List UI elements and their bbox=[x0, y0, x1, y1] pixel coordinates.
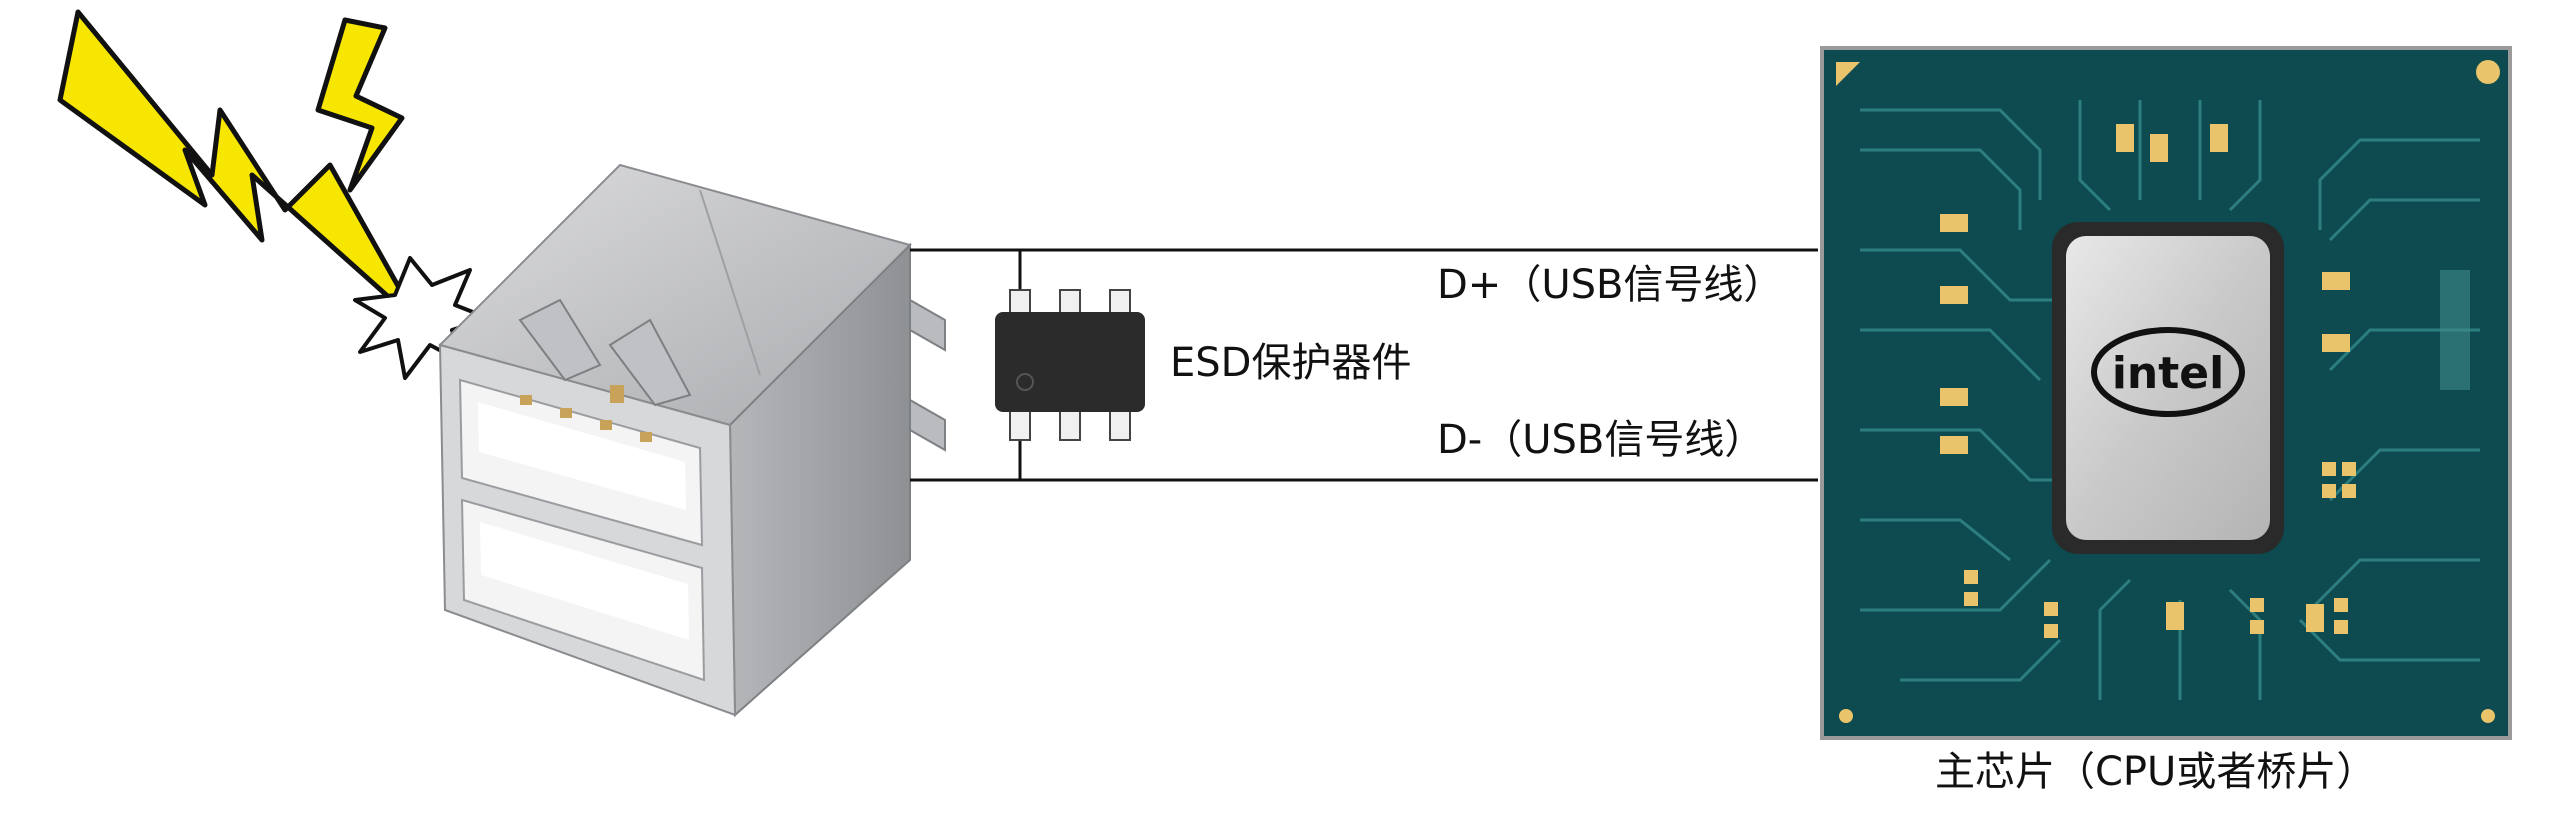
usb-connector-icon bbox=[438, 163, 946, 718]
d-minus-label: D-（USB信号线） bbox=[1437, 417, 1765, 463]
intel-logo: intel bbox=[2112, 348, 2224, 399]
esd-chip-icon bbox=[995, 289, 1145, 441]
processor-chip-icon: intel bbox=[1820, 46, 2512, 740]
chip-label: 主芯片（CPU或者桥片） bbox=[1935, 749, 2377, 795]
lightning-bolt-icon bbox=[57, 9, 423, 328]
d-plus-label: D+（USB信号线） bbox=[1437, 262, 1784, 308]
esd-label: ESD保护器件 bbox=[1170, 340, 1412, 386]
